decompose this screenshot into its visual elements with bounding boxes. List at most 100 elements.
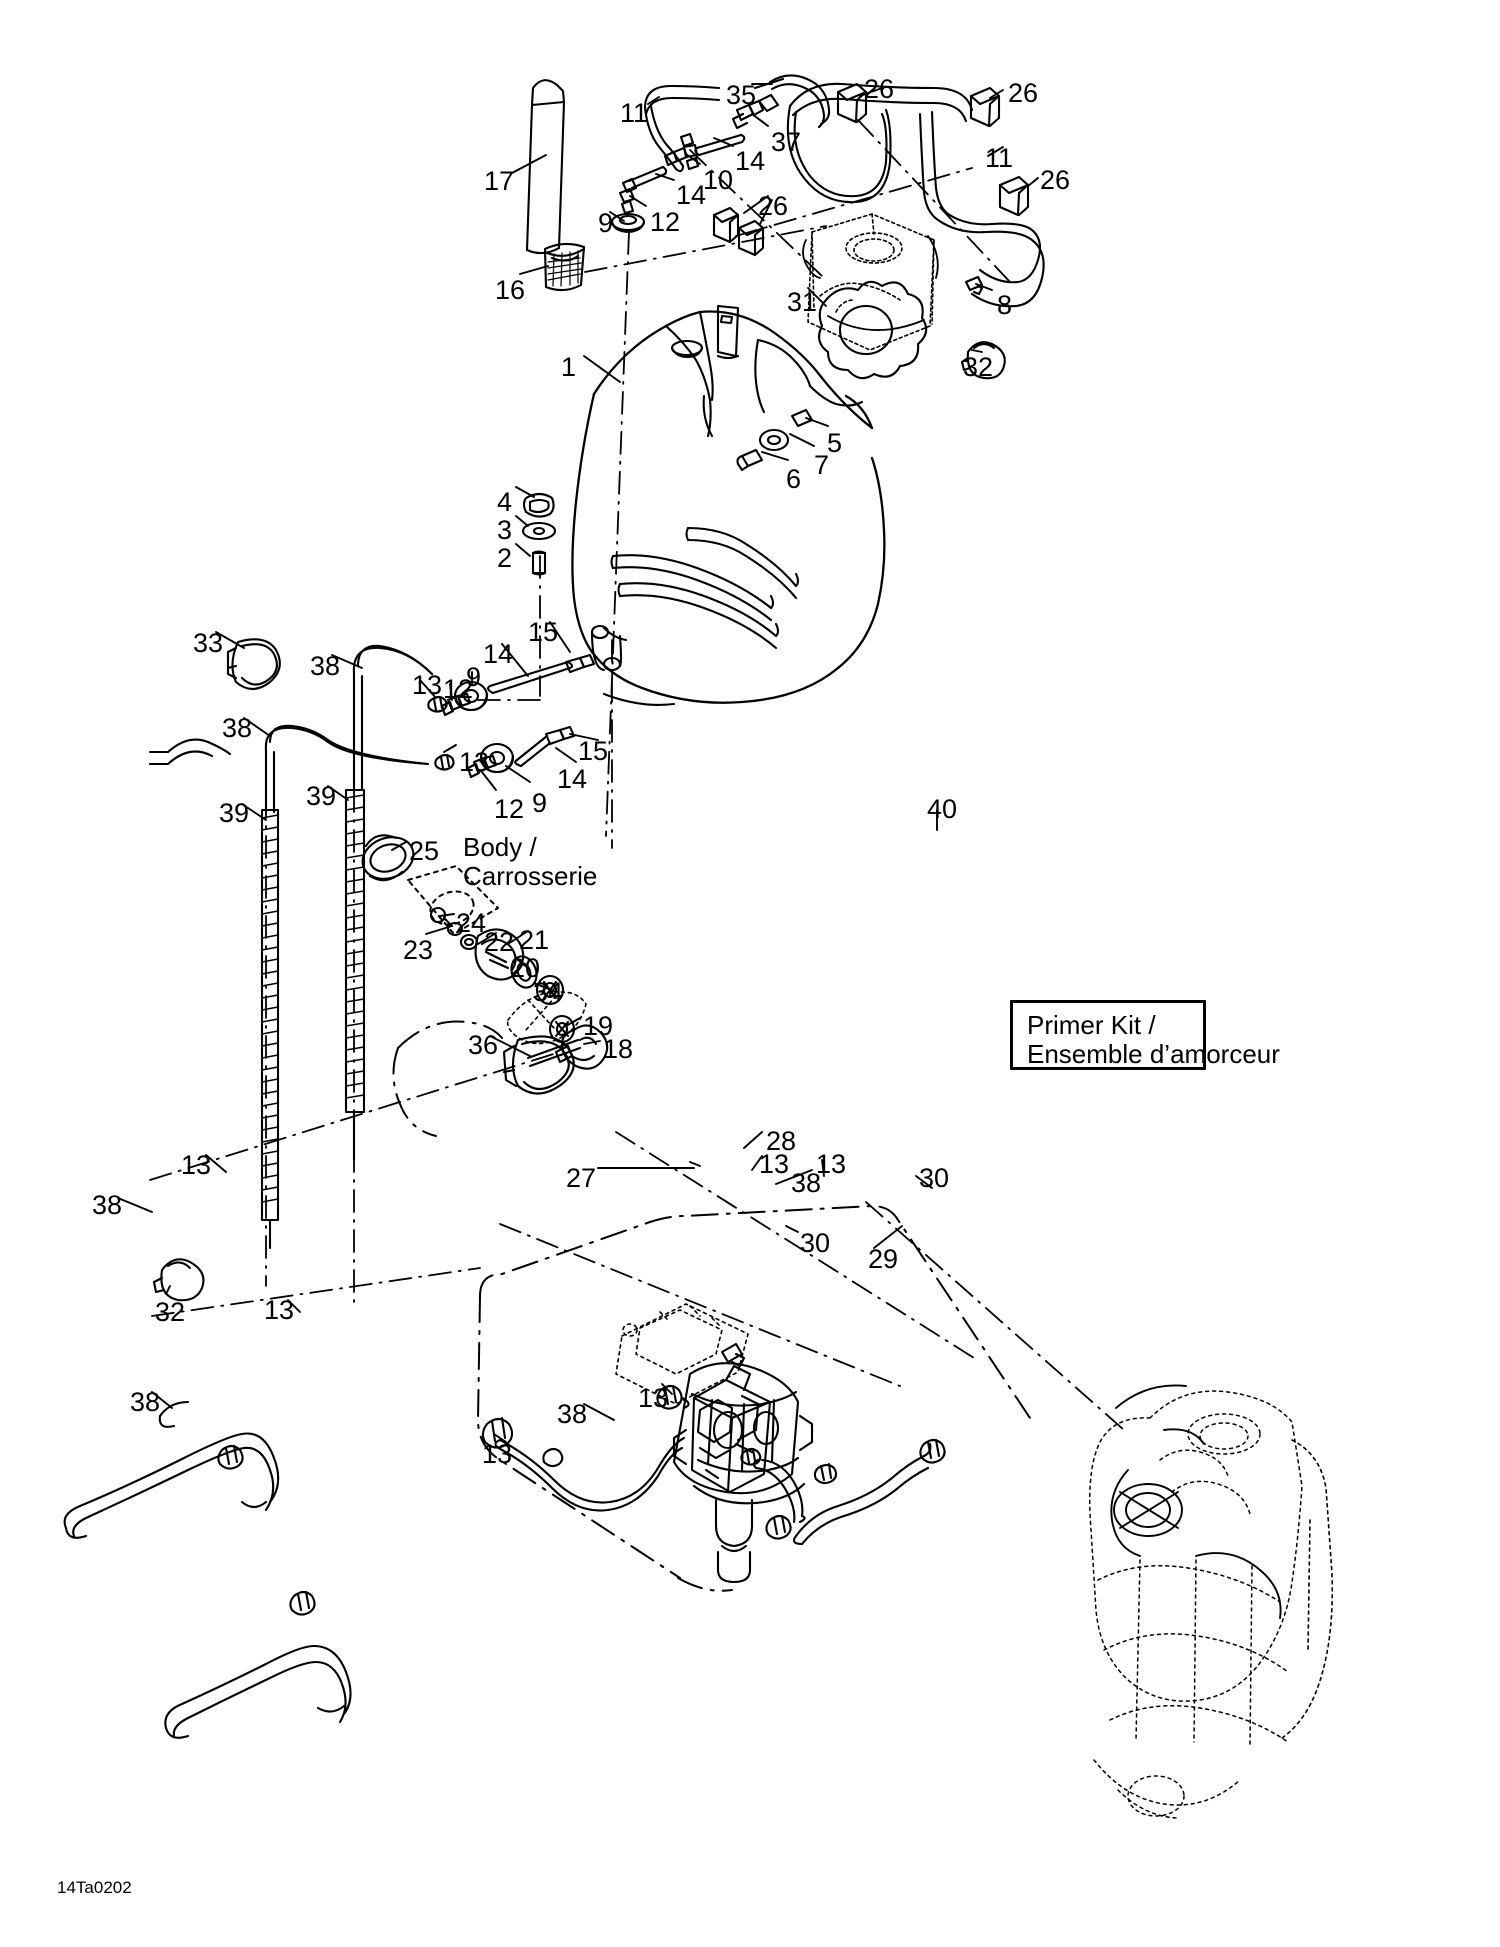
callout-number-36: 36: [468, 1030, 499, 1060]
callout-number-4: 4: [497, 487, 513, 517]
callout-number-26: 26: [758, 191, 789, 221]
callout-number-14: 14: [676, 180, 707, 210]
callout-number-26: 26: [1040, 165, 1071, 195]
callout-number-30: 30: [800, 1228, 831, 1258]
callout-number-13: 13: [459, 747, 490, 777]
callout-number-28: 28: [766, 1126, 797, 1156]
callout-number-9: 9: [466, 662, 482, 692]
callout-number-26: 26: [1008, 78, 1039, 108]
part-26-clip-a: [836, 82, 868, 124]
body-label-line1: Body /: [463, 832, 537, 862]
filter-mesh: [547, 250, 582, 287]
engine-right-edge: [1281, 1439, 1334, 1739]
callout-number-13: 13: [759, 1149, 790, 1179]
callout-number-38: 38: [557, 1399, 588, 1429]
part-12-fitting-lower: [466, 754, 498, 779]
callout-number-22: 22: [484, 927, 515, 957]
callout-number-13: 13: [482, 1439, 513, 1469]
callout-number-33: 33: [193, 628, 224, 658]
callout-number-15: 15: [528, 617, 559, 647]
tank-filler-neck: [716, 304, 740, 360]
callout-number-38: 38: [130, 1387, 161, 1417]
callout-number-18: 18: [603, 1034, 634, 1064]
part-3-washer: [521, 521, 557, 541]
body-contour: [148, 738, 232, 766]
part-38-hose-bottom-1: [63, 1432, 280, 1539]
part-26-clip-b: [969, 86, 1001, 128]
callout-number-20: 20: [510, 953, 541, 983]
part-10-tee-fitting: [663, 132, 700, 171]
callout-number-39: 39: [219, 798, 250, 828]
tank-top-bracket-dotted: [807, 213, 935, 351]
callout-number-34: 34: [533, 977, 564, 1007]
part-39-coil-right: [344, 788, 366, 1114]
callout-number-3: 3: [497, 515, 513, 545]
part-13-clamp-carb-c: [542, 1447, 564, 1468]
part-12-fitting: [618, 177, 638, 215]
callout-number-24: 24: [456, 908, 487, 938]
part-38-hose-carb: [494, 1396, 690, 1512]
part-21-primer-body: [474, 928, 525, 981]
part-17-vent-tube: [525, 79, 566, 255]
tank-right-mount: [736, 408, 814, 472]
callout-number-32: 32: [155, 1297, 186, 1327]
primer-kit-label-line1: Primer Kit /: [1027, 1010, 1156, 1040]
centerlines: [149, 119, 1125, 1431]
part-38-hose-bottom-2: [158, 1400, 190, 1428]
callout-number-12: 12: [443, 674, 474, 704]
part-11-hose-right-loop: [786, 82, 1045, 308]
part-13-clamp-bl-1: [217, 1444, 244, 1470]
leader-lines: [117, 83, 1039, 1443]
part-1-fuel-tank: [571, 310, 886, 704]
part-30-clamp-b: [919, 1438, 946, 1464]
callout-number-25: 25: [409, 836, 440, 866]
part-31-fuel-cap: [818, 280, 928, 380]
callout-number-27: 27: [566, 1163, 597, 1193]
callout-number-13: 13: [638, 1383, 669, 1413]
callout-number-11: 11: [620, 98, 649, 128]
callout-number-29: 29: [868, 1244, 899, 1274]
callout-number-37: 37: [771, 127, 802, 157]
coil-right-rings: [345, 794, 365, 1099]
callout-number-23: 23: [403, 935, 434, 965]
callout-number-38: 38: [310, 651, 341, 681]
callout-number-14: 14: [557, 764, 588, 794]
primer-cable-lines: [526, 1038, 582, 1068]
part-9-grommet-lower: [479, 742, 515, 774]
part-13-clamp-bl-2: [289, 1590, 316, 1616]
part-16-fuel-filter: [543, 242, 586, 292]
callout-number-12: 12: [494, 794, 525, 824]
engine-block-dotted: [1088, 1390, 1303, 1819]
part-26-clip-c: [998, 175, 1030, 217]
callout-number-10: 10: [703, 165, 734, 195]
part-9-grommet-upper: [453, 680, 489, 712]
part-13-clamp-lower: [434, 753, 455, 771]
callout-number-15: 15: [578, 736, 609, 766]
callout-number-14: 14: [483, 639, 514, 669]
part-23-washer: [446, 921, 464, 937]
callout-number-38: 38: [92, 1190, 123, 1220]
part-26-clip-d: [712, 206, 740, 244]
engine-intake-solid: [1110, 1384, 1282, 1619]
part-13-clamp-pump-b: [813, 1462, 838, 1485]
part-15-fitting-lower: [544, 725, 576, 746]
part-33-retainer: [226, 638, 281, 691]
body-label-line2: Carrosserie: [463, 861, 598, 891]
callout-number-31: 31: [787, 287, 818, 317]
callout-number-14: 14: [735, 146, 766, 176]
part-38-hose-upper: [352, 644, 434, 792]
primer-kit-box: [1011, 1001, 1205, 1069]
part-13-clamp-carb-a: [481, 1416, 514, 1449]
vehicle-body-outline: [392, 1020, 1035, 1592]
part-30-clamp-a: [765, 1514, 792, 1540]
part-9-grommet: [610, 212, 646, 234]
part-39-coil-left: [260, 808, 280, 1222]
primer-kit-label-line2: Ensemble d’amorceur: [1027, 1039, 1280, 1069]
callout-number-40: 40: [927, 794, 958, 824]
tank-front-ribs: [610, 526, 800, 650]
part-13-clamp-carb-b: [656, 1384, 683, 1410]
part-27-fuel-pump: [690, 1364, 772, 1494]
part-36-retainer: [502, 1035, 575, 1095]
